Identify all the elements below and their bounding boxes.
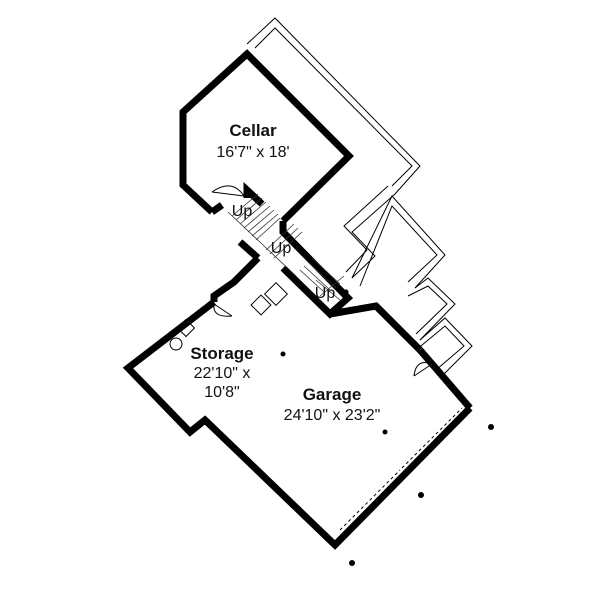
garage-side-door <box>413 362 433 377</box>
storage-dimensions-line2: 10'8" <box>204 384 239 401</box>
stair-up-label-upper: Up <box>232 203 253 220</box>
stair-up-label-lower: Up <box>315 285 336 302</box>
garage-dimensions: 24'10" x 23'2" <box>284 407 381 424</box>
cellar-name: Cellar <box>229 121 277 140</box>
storage-dimensions-line1: 22'10" x <box>194 365 251 382</box>
garage-name: Garage <box>303 385 362 404</box>
stair-treads <box>227 193 345 301</box>
storage-door <box>213 303 233 317</box>
cellar-door <box>211 185 245 197</box>
stair-walls <box>209 181 354 319</box>
fixtures <box>169 281 289 351</box>
garage-storage-walls <box>122 255 473 550</box>
stair-up-label-middle: Up <box>271 240 292 257</box>
posts <box>280 289 494 566</box>
storage-name: Storage <box>190 344 253 363</box>
cellar-dimensions: 16'7" x 18' <box>216 144 289 161</box>
deck-outline <box>246 17 473 379</box>
garage-overhead-doors <box>339 407 466 534</box>
doors <box>211 185 433 377</box>
